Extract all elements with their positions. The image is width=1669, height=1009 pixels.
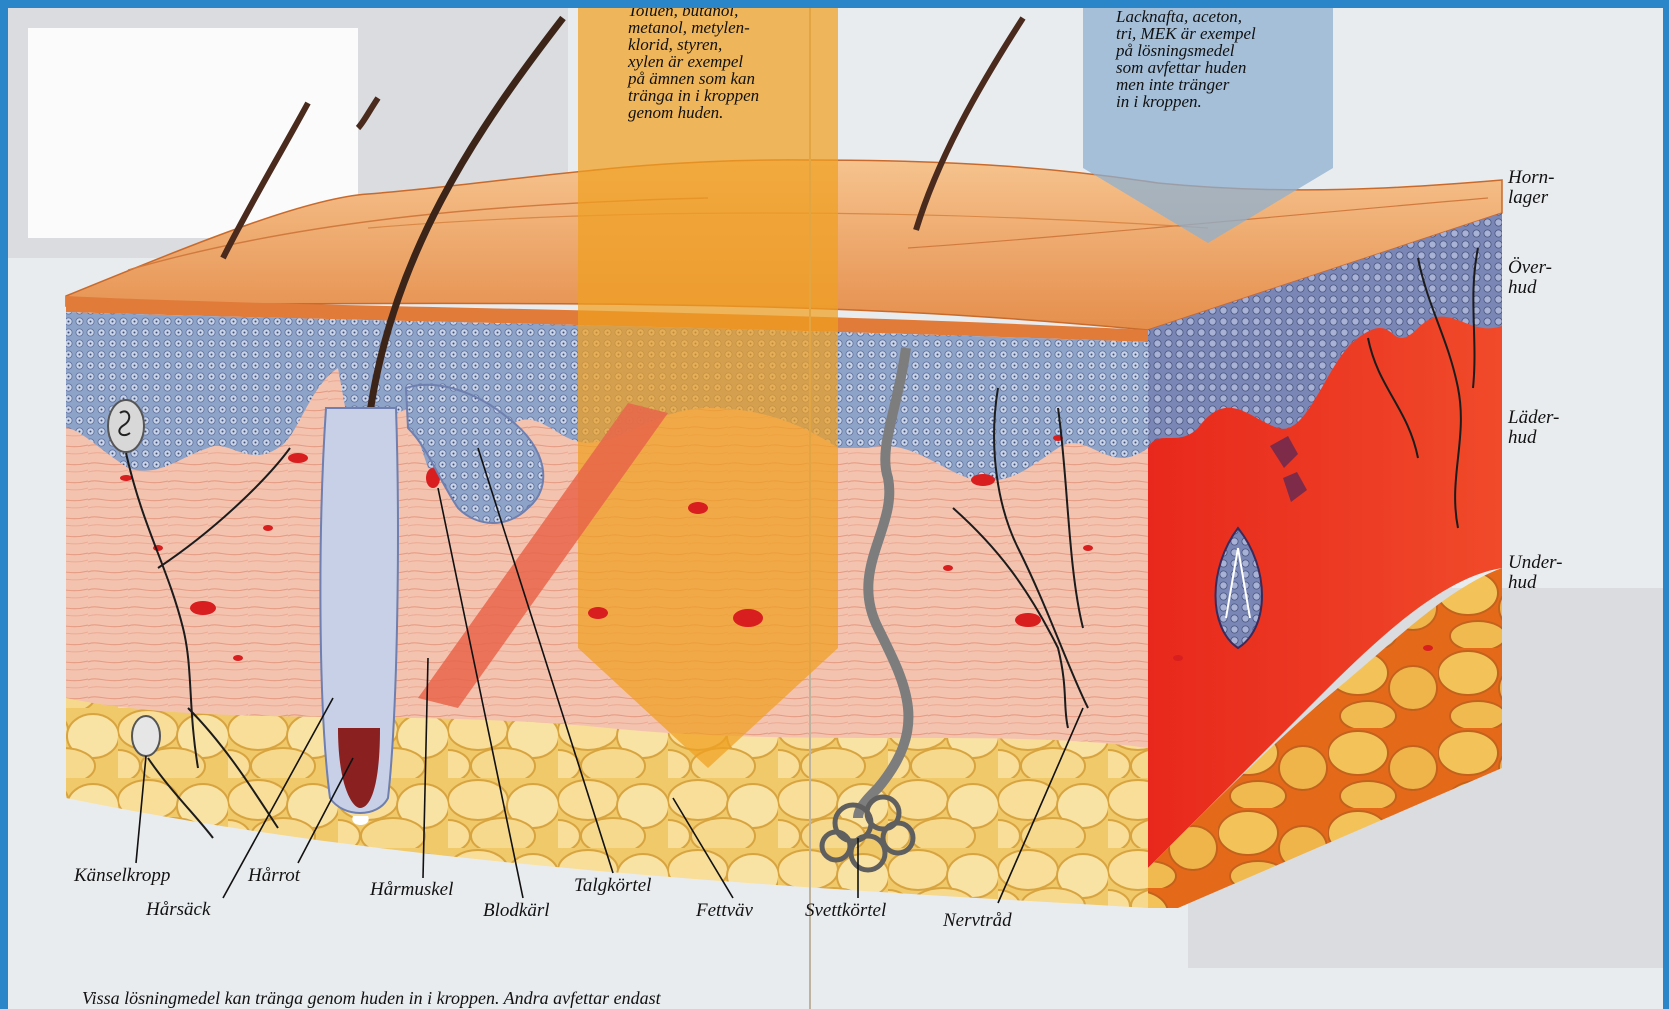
label-nervtrad: Nervtråd: [943, 911, 1012, 930]
label-kanselkropp: Känselkropp: [74, 866, 170, 885]
layer-label-lader: Läder- hud: [1508, 408, 1559, 448]
layer-label-horn: Horn- lager: [1508, 168, 1554, 208]
label-blodkarl: Blodkärl: [483, 901, 550, 920]
label-fettvav: Fettväv: [696, 901, 753, 920]
caption: Vissa lösningmedel kan tränga genom hude…: [82, 988, 661, 1009]
skin-cross-section-diagram: [8, 8, 1663, 1009]
label-talgkortel: Talgkörtel: [574, 876, 651, 895]
penetration-band: [578, 8, 838, 768]
label-svettkortel: Svettkörtel: [805, 901, 886, 920]
label-harrot: Hårrot: [248, 866, 300, 885]
tactile-corpuscle-upper: [108, 400, 144, 452]
penetrating-solvents-note: Toluen, butanol, metanol, metylen- klori…: [628, 8, 759, 121]
illustration-page: Toluen, butanol, metanol, metylen- klori…: [8, 8, 1663, 1009]
degreasing-solvents-note: Lacknafta, aceton, tri, MEK är exempel p…: [1116, 8, 1256, 110]
layer-label-over: Över- hud: [1508, 258, 1552, 298]
label-harsack: Hårsäck: [146, 900, 210, 919]
tactile-corpuscle-lower: [132, 716, 160, 756]
layer-label-under: Under- hud: [1508, 553, 1563, 593]
label-harmuskel: Hårmuskel: [370, 880, 453, 899]
